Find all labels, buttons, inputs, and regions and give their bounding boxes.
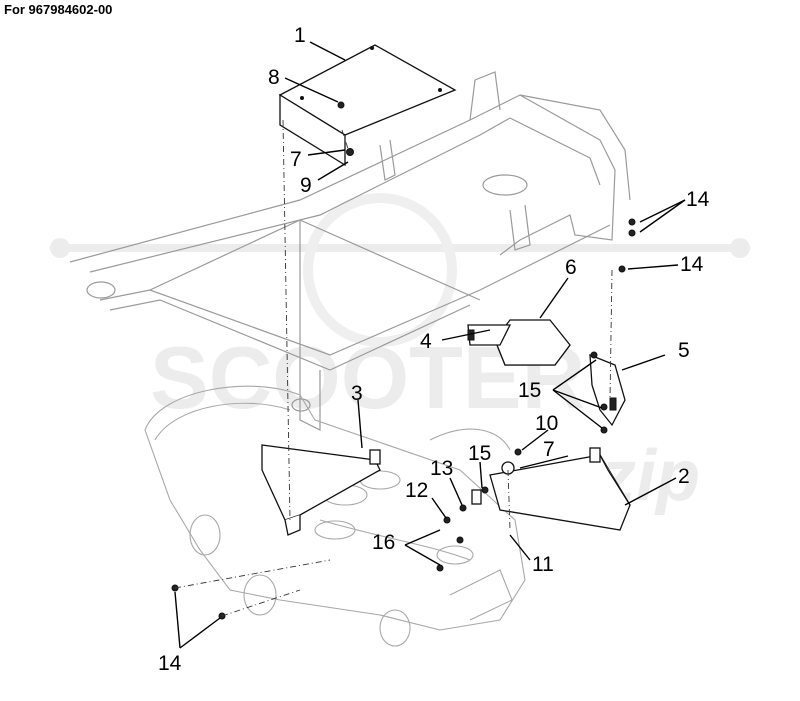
hardware xyxy=(171,101,636,620)
part-3-bracket xyxy=(261,444,381,536)
callout-14-mid: 14 xyxy=(680,253,704,276)
callout-7-lower: 7 xyxy=(543,438,555,461)
callout-9: 9 xyxy=(300,174,312,197)
leader-lines xyxy=(174,41,686,649)
callout-12: 12 xyxy=(405,479,428,502)
callout-1: 1 xyxy=(294,24,306,47)
callout-15-right: 15 xyxy=(518,379,541,402)
callout-14-bottom: 14 xyxy=(158,652,182,675)
callout-11: 11 xyxy=(532,553,554,576)
callout-10: 10 xyxy=(535,412,558,435)
callout-16: 16 xyxy=(372,531,395,554)
part-4-bracket xyxy=(467,324,512,346)
callout-7: 7 xyxy=(290,148,302,171)
part-5-bracket xyxy=(589,354,626,427)
callout-15-center: 15 xyxy=(468,442,491,465)
callout-4: 4 xyxy=(420,330,432,353)
callout-6: 6 xyxy=(565,256,577,279)
assembly-lines xyxy=(174,119,613,617)
watermark: SCOOTER zip xyxy=(50,193,750,516)
callout-8: 8 xyxy=(268,66,280,89)
part-6-bin xyxy=(494,319,571,366)
callout-2: 2 xyxy=(678,465,690,488)
callout-labels: 1 8 7 9 14 14 6 4 5 3 15 10 7 15 13 2 12… xyxy=(158,24,710,675)
model-number-label: For 967984602-00 xyxy=(4,2,113,17)
callout-3: 3 xyxy=(351,382,363,405)
callout-13: 13 xyxy=(430,457,453,480)
part-1-cover xyxy=(278,44,457,167)
callout-5: 5 xyxy=(678,339,690,362)
callout-14-top: 14 xyxy=(686,188,710,211)
tractor-frame xyxy=(69,71,631,431)
part-2-bracket xyxy=(489,447,631,531)
